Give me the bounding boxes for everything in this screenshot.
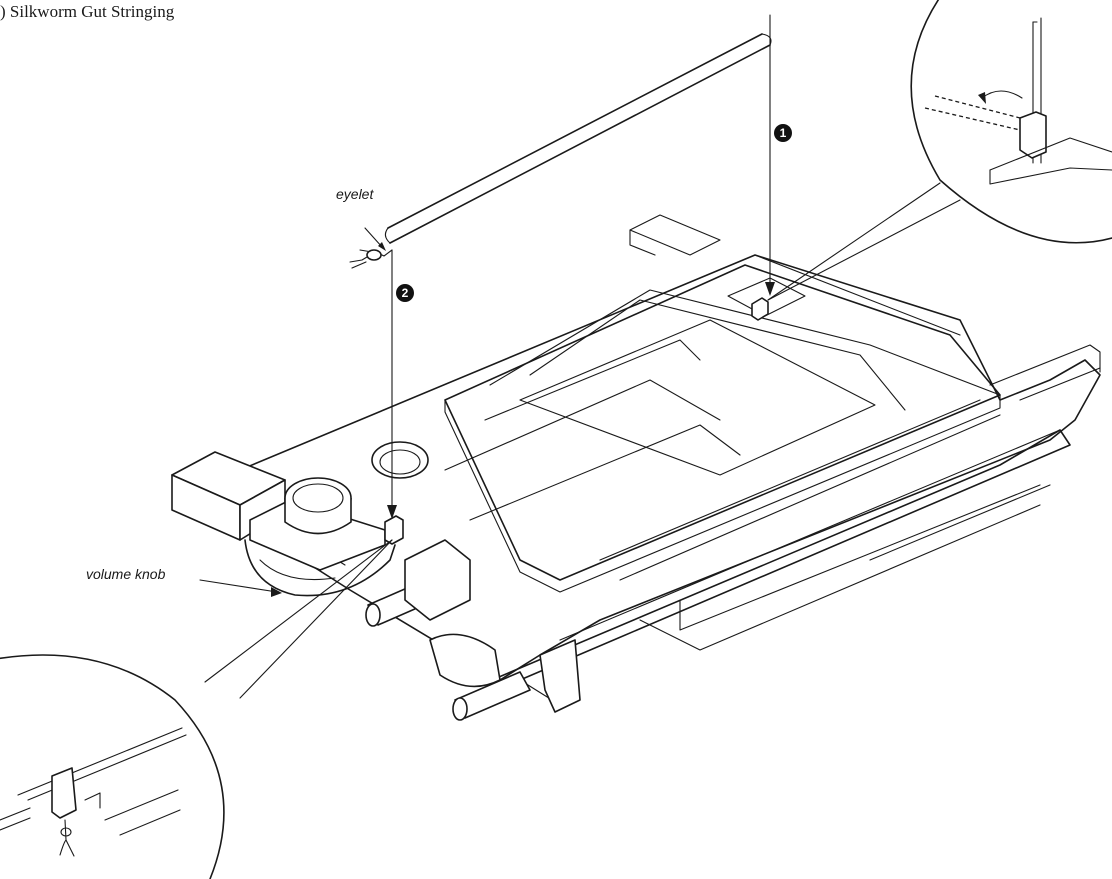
inset-detail-top — [910, 0, 1112, 244]
base-plate — [239, 214, 1101, 681]
guide-rod — [349, 33, 772, 269]
carriage — [444, 264, 1041, 631]
eyelet-label: eyelet — [336, 186, 374, 202]
left-housing — [171, 441, 429, 571]
clip-step-1 — [727, 277, 806, 321]
gut-strings — [387, 14, 775, 519]
guide-pegs — [365, 539, 581, 721]
callout-leaders — [199, 182, 961, 699]
figure-title: ) Silkworm Gut Stringing — [0, 2, 175, 21]
slide-bar — [479, 429, 1071, 706]
inset-detail-bottom — [0, 654, 225, 879]
step-2-badge: 2 — [396, 284, 414, 302]
clip-step-2 — [384, 515, 404, 545]
step-1-badge: 1 — [774, 124, 792, 142]
volume-knob-label: volume knob — [86, 566, 166, 582]
volume-knob — [244, 539, 396, 597]
